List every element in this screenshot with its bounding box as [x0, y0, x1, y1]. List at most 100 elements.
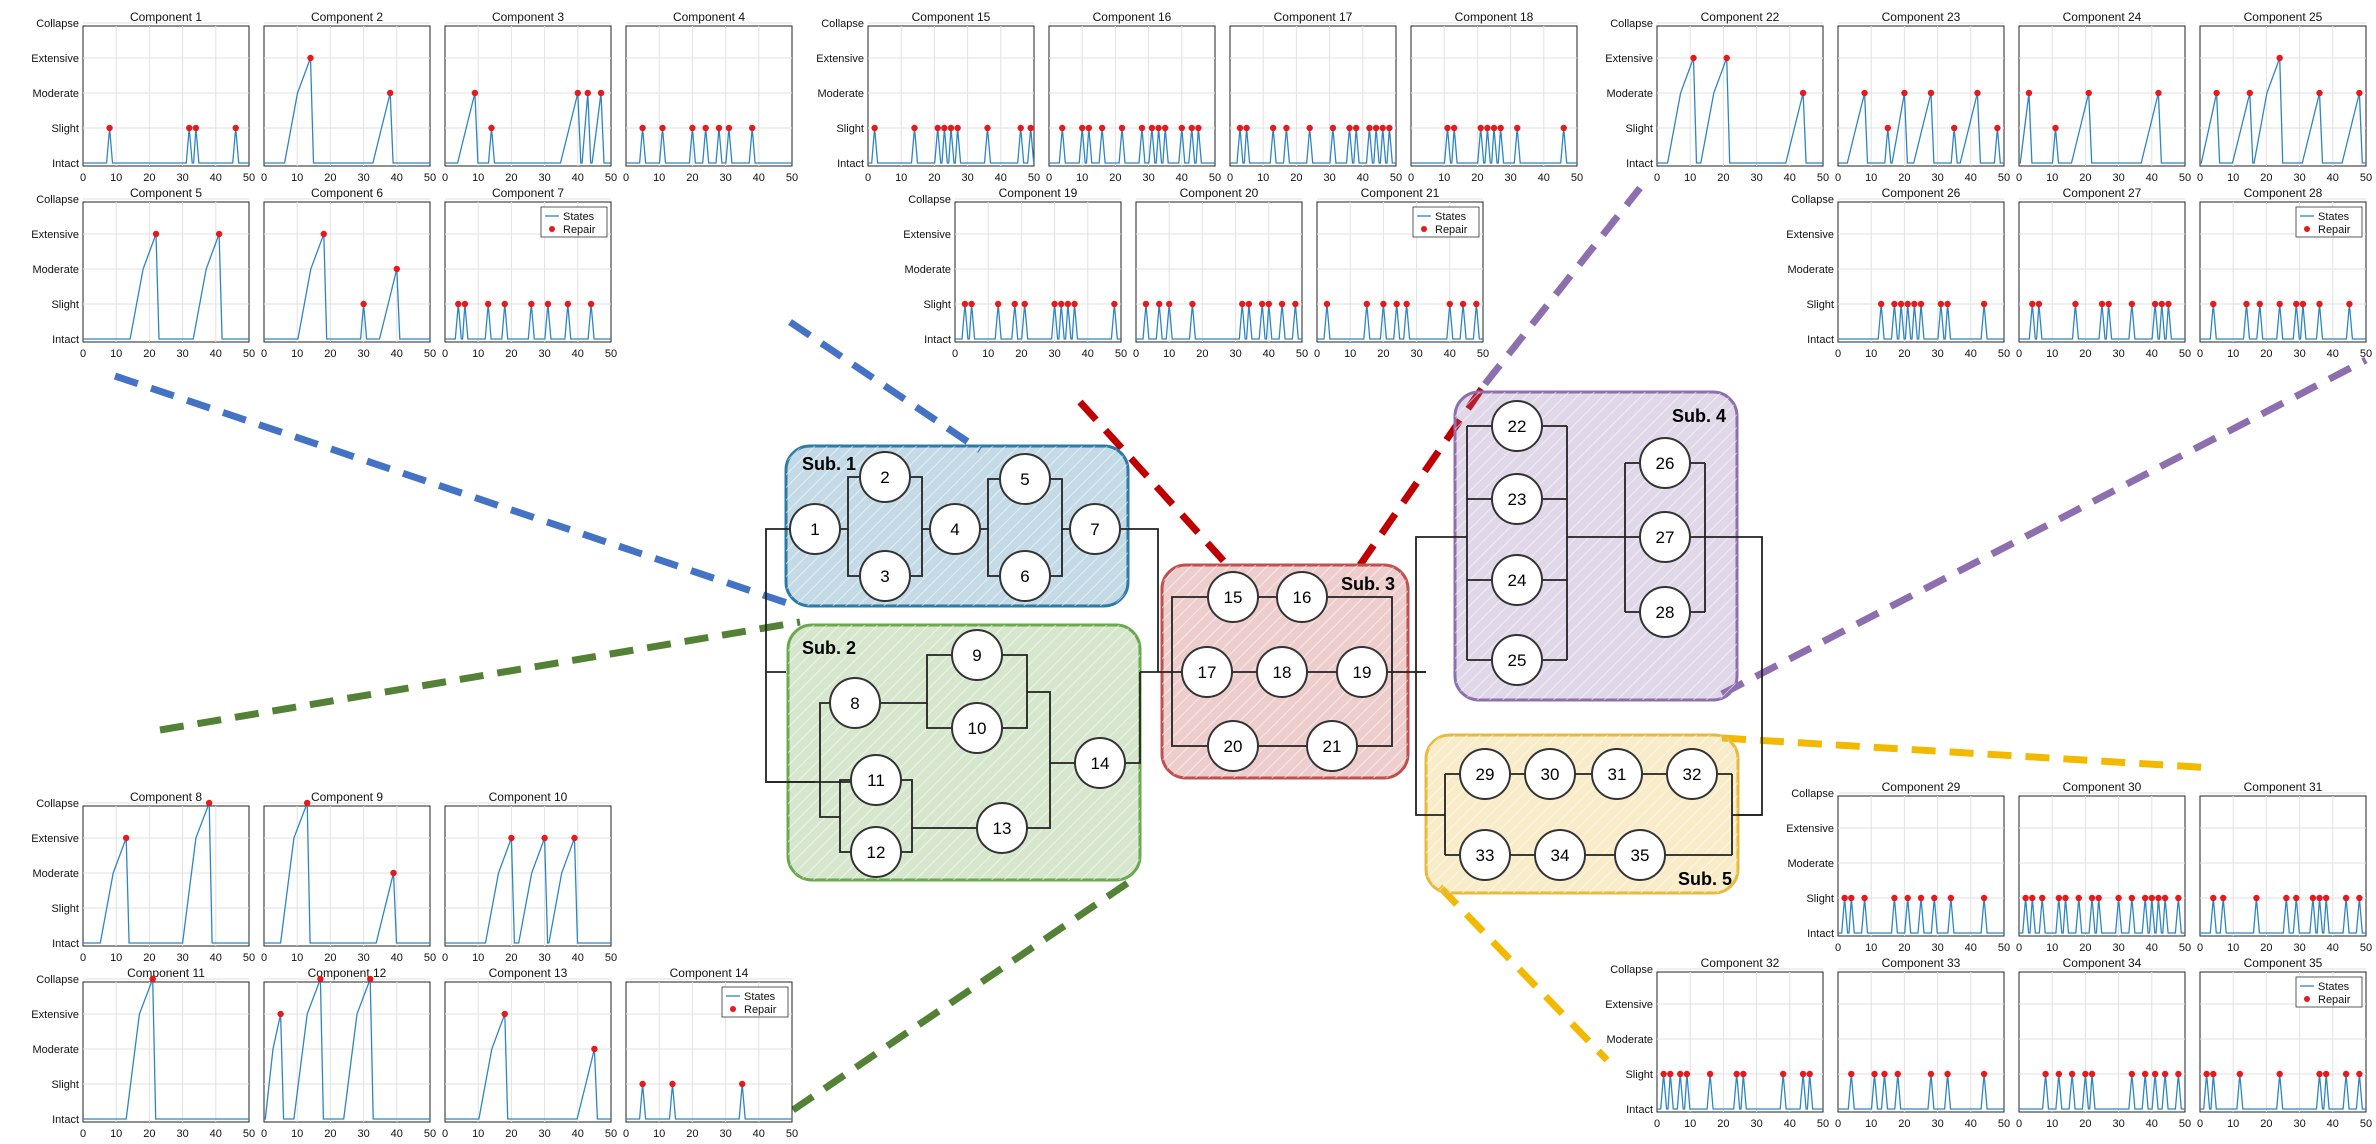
component-node-label-25: 25 [1508, 651, 1527, 670]
panel-title-2: Component 2 [311, 10, 383, 24]
states-line-1 [83, 127, 249, 164]
repair-marker [1079, 124, 1086, 132]
repair-marker [2085, 89, 2092, 97]
component-node-label-14: 14 [1091, 754, 1110, 773]
leader-line-5 [1482, 185, 1643, 387]
x-tick-label: 20 [2260, 1118, 2272, 1130]
x-tick-label: 20 [1898, 1118, 1910, 1130]
repair-marker [2299, 300, 2307, 308]
x-tick-label: 40 [2327, 172, 2339, 184]
repair-marker [702, 124, 709, 132]
repair-marker [1861, 89, 1868, 97]
repair-marker [1292, 300, 1299, 308]
x-tick-label: 50 [1028, 172, 1040, 184]
repair-marker [2062, 894, 2069, 902]
component-node-label-29: 29 [1476, 765, 1495, 784]
repair-marker [1677, 1070, 1684, 1078]
y-tick-label: Collapse [1610, 18, 1653, 30]
component-node-label-13: 13 [993, 819, 1012, 838]
legend-repair-label: Repair [744, 1004, 777, 1016]
x-tick-label: 0 [1835, 942, 1841, 954]
repair-marker [501, 300, 508, 308]
repair-marker [715, 124, 723, 132]
repair-marker [1871, 1070, 1878, 1078]
repair-marker [1891, 894, 1898, 902]
x-tick-label: 30 [357, 1128, 369, 1140]
y-tick-label: Extensive [816, 53, 864, 65]
y-tick-label: Extensive [31, 53, 79, 65]
x-tick-label: 10 [1344, 348, 1356, 360]
x-tick-label: 40 [210, 172, 222, 184]
component-node-33 [1459, 829, 1511, 881]
component-node-24 [1491, 554, 1543, 606]
panel-title-27: Component 27 [2063, 186, 2142, 200]
x-tick-label: 50 [424, 952, 436, 964]
legend-repair-label: Repair [2318, 224, 2351, 236]
component-node-3 [859, 550, 911, 602]
x-tick-label: 10 [895, 172, 907, 184]
repair-marker [2276, 300, 2283, 308]
x-tick-label: 50 [1390, 172, 1402, 184]
x-tick-label: 10 [291, 172, 303, 184]
x-tick-label: 50 [1477, 348, 1489, 360]
x-tick-label: 50 [243, 1128, 255, 1140]
x-tick-label: 50 [2179, 942, 2191, 954]
panel-title-33: Component 33 [1882, 956, 1961, 970]
x-tick-label: 30 [1750, 1118, 1762, 1130]
repair-marker [1660, 1070, 1667, 1078]
repair-marker [2276, 54, 2283, 62]
x-tick-label: 0 [261, 1128, 267, 1140]
repair-marker [152, 230, 160, 238]
repair-marker [1897, 300, 1905, 308]
x-tick-label: 30 [1323, 172, 1335, 184]
states-line-2 [264, 57, 430, 164]
repair-marker [471, 89, 479, 97]
repair-marker [571, 834, 578, 842]
x-tick-label: 40 [753, 172, 765, 184]
component-node-label-15: 15 [1224, 588, 1243, 607]
x-tick-label: 10 [1865, 942, 1877, 954]
panel-title-6: Component 6 [311, 186, 383, 200]
y-tick-label: Slight [51, 1079, 79, 1091]
x-tick-label: 40 [2146, 348, 2158, 360]
y-tick-label: Extensive [31, 1009, 79, 1021]
panel-title-12: Component 12 [308, 966, 387, 980]
repair-marker [2088, 1070, 2096, 1078]
repair-marker [2052, 124, 2059, 132]
repair-marker [2141, 1070, 2149, 1078]
x-tick-label: 0 [1835, 172, 1841, 184]
repair-marker [1189, 300, 1196, 308]
repair-marker [1352, 124, 1360, 132]
subsystem-label-5: Sub. 5 [1678, 869, 1732, 889]
panel-title-16: Component 16 [1093, 10, 1172, 24]
x-tick-label: 10 [291, 1128, 303, 1140]
x-tick-label: 20 [1015, 348, 1027, 360]
repair-marker [1446, 300, 1454, 308]
y-tick-label: Moderate [33, 264, 79, 276]
leader-line-10 [1437, 884, 1610, 1063]
y-tick-label: Moderate [1788, 264, 1834, 276]
repair-marker [587, 300, 595, 308]
repair-marker [1806, 1070, 1813, 1078]
repair-marker [1904, 894, 1911, 902]
states-line-7 [445, 303, 611, 340]
y-tick-label: Slight [51, 299, 79, 311]
repair-marker [393, 265, 400, 273]
y-tick-label: Slight [1625, 1069, 1653, 1081]
repair-marker [2293, 300, 2300, 308]
repair-marker [1911, 300, 1918, 308]
panel-title-8: Component 8 [130, 790, 202, 804]
repair-marker [1380, 300, 1387, 308]
repair-marker [2283, 894, 2290, 902]
repair-marker [2342, 1070, 2350, 1078]
repair-marker [1980, 894, 1988, 902]
x-tick-label: 50 [605, 1128, 617, 1140]
repair-marker [2316, 89, 2323, 97]
x-tick-label: 30 [1504, 172, 1516, 184]
